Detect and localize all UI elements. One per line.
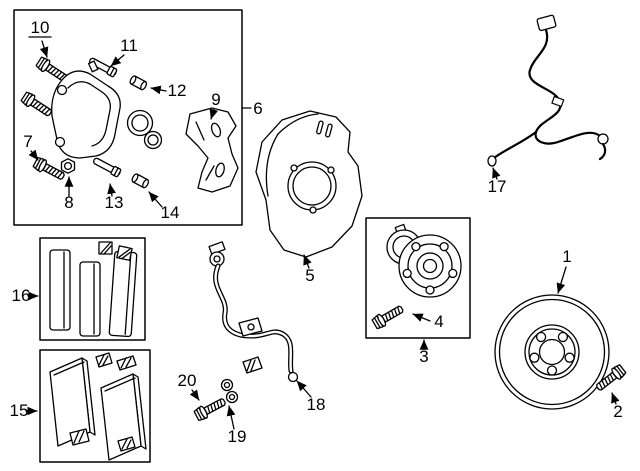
pad-shim-a — [98, 241, 113, 255]
callout-2-arrow — [611, 392, 620, 405]
hub-bearing-assembly — [386, 223, 462, 298]
callout-20[interactable]: 20 — [178, 371, 200, 401]
callout-11-label[interactable]: 11 — [120, 36, 138, 55]
callout-9[interactable]: 9 — [209, 90, 221, 120]
pad-clip-c — [69, 428, 90, 446]
callout-19-label[interactable]: 19 — [228, 427, 247, 446]
callout-6-label[interactable]: 6 — [253, 99, 262, 118]
callout-12-arrow — [150, 85, 167, 95]
callout-1-arrow — [556, 266, 567, 294]
hose-end-fitting — [287, 371, 299, 383]
callout-19[interactable]: 19 — [226, 405, 247, 446]
pad-shim-b — [116, 245, 133, 261]
callout-10-arrow — [39, 40, 49, 58]
callout-13-label[interactable]: 13 — [105, 193, 124, 212]
callout-5[interactable]: 5 — [303, 254, 315, 285]
abs-sensor-wire — [487, 14, 609, 167]
caliper-bracket — [185, 107, 239, 193]
callout-8[interactable]: 8 — [64, 176, 74, 212]
caliper-nut-8 — [60, 158, 76, 174]
callout-17-label[interactable]: 17 — [488, 177, 507, 196]
callout-13-arrow — [107, 183, 116, 197]
callout-8-label[interactable]: 8 — [64, 193, 73, 212]
callout-12[interactable]: 12 — [150, 81, 187, 100]
callout-3-label[interactable]: 3 — [419, 347, 428, 366]
callout-13[interactable]: 13 — [105, 183, 124, 212]
brake-caliper — [51, 60, 121, 159]
brake-hose — [208, 241, 299, 383]
callout-18-label[interactable]: 18 — [307, 395, 326, 414]
callout-18-arrow — [296, 380, 312, 398]
callout-9-label[interactable]: 9 — [211, 90, 220, 109]
callout-15-label[interactable]: 15 — [10, 401, 29, 420]
callout-18[interactable]: 18 — [296, 380, 326, 414]
callout-14[interactable]: 14 — [148, 191, 180, 222]
callout-11-arrow — [110, 54, 125, 67]
callout-4[interactable]: 4 — [412, 312, 444, 331]
callout-11[interactable]: 11 — [110, 36, 138, 67]
callout-2[interactable]: 2 — [611, 392, 623, 421]
callout-7-label[interactable]: 7 — [23, 132, 32, 151]
callout-14-arrow — [148, 191, 163, 208]
brake-pads-kit — [49, 352, 147, 461]
callout-1-label[interactable]: 1 — [562, 247, 571, 266]
hose-end-bracket — [242, 356, 263, 374]
callout-16-label[interactable]: 16 — [12, 286, 31, 305]
callout-10[interactable]: 10 — [28, 18, 52, 58]
pad-clip-a — [95, 352, 113, 368]
callout-3[interactable]: 3 — [419, 339, 429, 366]
callout-7-arrow — [28, 149, 39, 161]
callout-20-label[interactable]: 20 — [178, 371, 197, 390]
callout-5-label[interactable]: 5 — [305, 266, 314, 285]
callout-2-label[interactable]: 2 — [613, 402, 622, 421]
callout-15[interactable]: 15 — [10, 401, 38, 420]
splash-shield — [255, 110, 363, 258]
callout-9-arrow — [209, 108, 219, 120]
callout-17-arrow — [492, 167, 501, 180]
callout-16[interactable]: 16 — [12, 286, 39, 305]
callout-6[interactable]: 6 — [241, 99, 263, 118]
callout-19-arrow — [226, 405, 236, 430]
callout-7[interactable]: 7 — [23, 132, 39, 161]
callout-12-label[interactable]: 12 — [168, 81, 187, 100]
bleeder-screw — [87, 60, 99, 73]
callout-17[interactable]: 17 — [488, 167, 507, 196]
sealing-washers — [220, 378, 239, 404]
callout-20-arrow — [189, 389, 200, 401]
brake-pads-set — [49, 241, 138, 338]
caliper-piston-and-seal — [126, 109, 163, 150]
callout-14-label[interactable]: 14 — [161, 203, 180, 222]
brake-rotor — [494, 294, 610, 410]
callout-10-label[interactable]: 10 — [31, 18, 50, 37]
callout-5-arrow — [303, 254, 312, 269]
callout-4-arrow — [412, 313, 431, 322]
pad-clip-b — [116, 355, 137, 371]
pad-clip-d — [117, 436, 136, 452]
callout-4-label[interactable]: 4 — [434, 312, 443, 331]
callout-1[interactable]: 1 — [556, 247, 572, 294]
